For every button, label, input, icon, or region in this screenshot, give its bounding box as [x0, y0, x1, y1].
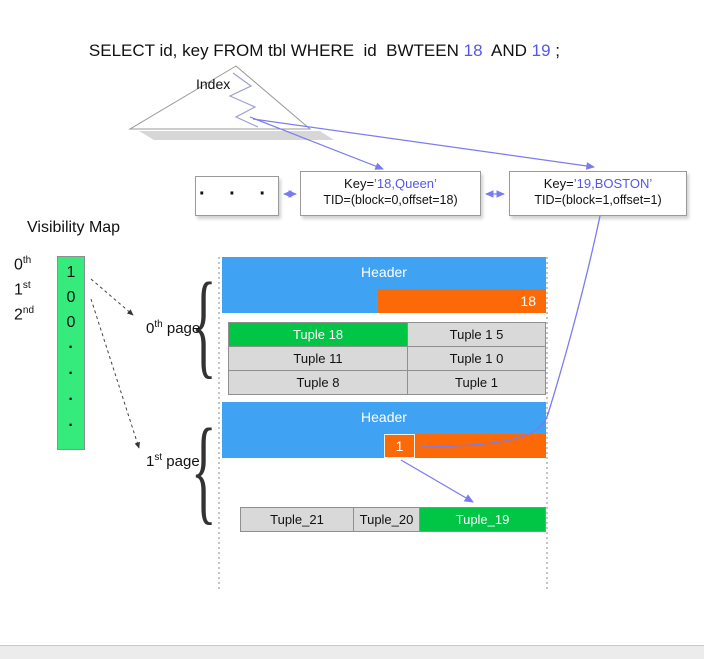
tuple-cell-21: Tuple_21 [240, 507, 354, 532]
vm-ellipsis-dot: · [68, 417, 74, 434]
index-label: Index [196, 76, 231, 92]
page1-label-num: 1 [146, 453, 155, 470]
key-label: Key= [543, 176, 574, 191]
vm-row-label-num: 0 [14, 256, 23, 274]
vm-row-label-sup: th [22, 255, 32, 266]
key-value: ’18,Queen’ [374, 176, 437, 191]
vm-row-label-num: 2 [14, 306, 23, 324]
vm-bit-2: 0 [66, 314, 76, 331]
page1-line-pointer-bar: 1 [383, 434, 546, 458]
arrow-index-to-entry18 [249, 116, 384, 170]
footer-bar [0, 645, 704, 659]
tuple-cell-1: Tuple 1 [407, 370, 546, 395]
index-entry-18-key: Key=’18,Queen’ [301, 176, 480, 191]
sql-text-2: AND [482, 41, 532, 60]
index-entry-19: Key=’19,BOSTON’ TID=(block=1,offset=1) [509, 171, 687, 216]
vm-row-label-sup: st [22, 280, 31, 291]
vm-ellipsis-dot: · [68, 339, 74, 356]
page0-label: 0th page [146, 319, 200, 337]
sql-query: SELECT id, key FROM tbl WHERE id BWTEEN … [70, 21, 560, 81]
vm-row-label-2: 2nd [14, 305, 34, 324]
vm-row-label-num: 1 [14, 281, 23, 299]
tuple-cell-20: Tuple_20 [353, 507, 420, 532]
index-triangle-shadow [139, 131, 334, 140]
vm-bit-1: 0 [66, 289, 76, 306]
page0-brace: { [191, 258, 217, 389]
page0-line-pointer: 18 [378, 289, 546, 313]
index-entry-18-tid: TID=(block=0,offset=18) [323, 193, 458, 207]
page1-header-label: Header [361, 409, 407, 425]
page1-brace: { [191, 404, 217, 535]
index-entry-19-tid: TID=(block=1,offset=1) [534, 193, 662, 207]
tuple-cell-19: Tuple_19 [419, 507, 546, 532]
vm-arrow-to-page1-label [90, 298, 140, 449]
key-label: Key= [344, 176, 375, 191]
vm-bit-0: 1 [66, 264, 76, 281]
tuple-cell-10: Tuple 1 0 [407, 346, 546, 371]
index-node-dots: · · · [195, 176, 279, 216]
sql-num-18: 18 [463, 41, 483, 60]
tuple-cell-15: Tuple 1 5 [407, 322, 546, 347]
tuple-cell-11: Tuple 11 [228, 346, 408, 371]
index-traversal-zigzag [228, 72, 259, 128]
page1-line-pointer: 1 [384, 434, 415, 458]
key-value: ’19,BOSTON’ [573, 176, 653, 191]
arrow-line-pointer-to-tuple19 [400, 459, 474, 503]
vm-ellipsis-dot: · [68, 391, 74, 408]
visibility-map-title: Visibility Map [27, 219, 121, 236]
sql-num-19: 19 [531, 41, 551, 60]
page1-label-word: page [162, 453, 200, 470]
vm-row-label-sup: nd [22, 305, 35, 316]
index-entry-18: Key=’18,Queen’ TID=(block=0,offset=18) [300, 171, 481, 216]
page0-label-sup: th [154, 319, 163, 330]
visibility-map-strip: 1 0 0 · · · · [57, 256, 85, 450]
index-entry-19-key: Key=’19,BOSTON’ [510, 176, 686, 191]
page1-label-sup: st [154, 452, 163, 463]
vm-ellipsis-dot: · [68, 365, 74, 382]
vm-row-label-0: 0th [14, 255, 31, 274]
page0-label-word: page [162, 320, 201, 337]
vm-arrow-to-page0-label [90, 278, 134, 316]
tuple-cell-18: Tuple 18 [228, 322, 408, 347]
sql-text-1: SELECT id, key FROM tbl WHERE id BWTEEN [88, 41, 464, 60]
page1-label: 1st page [146, 452, 200, 470]
arrow-index-to-entry19 [252, 118, 595, 170]
sql-text-3: ; [550, 41, 561, 60]
tuple-cell-8: Tuple 8 [228, 370, 408, 395]
page0-header-label: Header [361, 264, 407, 280]
vm-row-label-1: 1st [14, 280, 31, 299]
page0-label-num: 0 [146, 320, 155, 337]
